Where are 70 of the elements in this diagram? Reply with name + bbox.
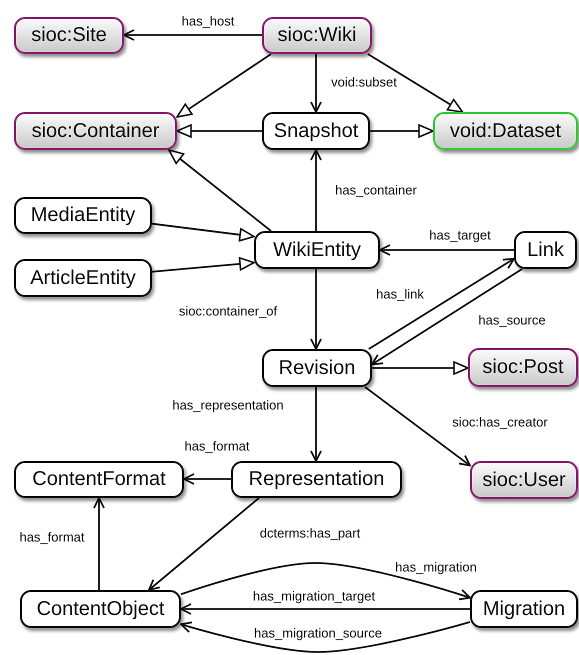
arrow — [379, 244, 514, 256]
class-box — [254, 231, 380, 269]
arrow — [180, 603, 470, 615]
edge-label: has_migration — [394, 560, 478, 574]
edge-label: void:subset — [330, 74, 398, 90]
edge-label: has_format — [183, 438, 251, 454]
class-name: Migration — [482, 598, 566, 620]
edge-label: has_target — [428, 228, 492, 242]
edge-label: has_container — [334, 182, 418, 198]
class-name: MediaEntity — [30, 204, 136, 227]
class-name: sioc:Container — [32, 120, 160, 142]
edge-label: has_migration_source — [253, 626, 383, 640]
class-name: ContentObject — [36, 598, 164, 620]
class-box — [14, 197, 152, 234]
class-box — [514, 231, 577, 269]
class-box — [14, 461, 184, 498]
class-box — [468, 348, 578, 387]
class-name: sioc:Site — [31, 24, 107, 47]
class-name: ContentFormat — [32, 468, 166, 491]
subclass-arrow — [370, 124, 434, 138]
subclass-arrow — [168, 149, 272, 232]
class-name: ArticleEntity — [30, 266, 136, 290]
arrow — [310, 387, 322, 462]
class-box — [20, 590, 181, 628]
arrow — [148, 497, 260, 591]
class-name: Link — [527, 238, 564, 262]
edge-label: sioc:has_creator — [451, 414, 549, 430]
class-box — [470, 590, 578, 628]
class-name: Representation — [248, 468, 384, 491]
arrow — [180, 621, 470, 653]
class-box — [14, 259, 152, 297]
class-name: Snapshot — [274, 120, 358, 142]
class-box — [14, 112, 177, 150]
class-name: WikiEntity — [273, 238, 361, 262]
arrow — [180, 562, 471, 600]
edge-label: has_source — [477, 312, 547, 328]
arrow — [368, 258, 515, 350]
edge-label: has_format — [18, 530, 86, 544]
class-name: Revision — [278, 356, 356, 380]
edge-label: has_migration_target — [252, 588, 376, 604]
arrow — [371, 268, 523, 366]
class-box — [231, 461, 402, 498]
class-name: sioc:User — [482, 468, 566, 492]
subclass-arrow — [367, 53, 464, 113]
subclass-arrow — [176, 124, 262, 138]
class-name: sioc:Post — [482, 356, 564, 379]
subclass-arrow — [152, 222, 255, 242]
class-box — [262, 17, 372, 54]
class-box — [262, 349, 372, 387]
arrow — [364, 386, 471, 466]
class-box — [433, 112, 578, 150]
arrow — [183, 473, 231, 485]
edge-label: sioc:container_of — [178, 304, 278, 318]
class-box — [14, 17, 124, 54]
subclass-arrow — [372, 361, 469, 375]
class-name: sioc:Wiki — [278, 24, 356, 47]
edge-label: has_representation — [171, 398, 285, 412]
arrow — [310, 149, 322, 231]
arrow — [310, 54, 322, 113]
arrow — [123, 29, 262, 41]
class-box — [262, 112, 370, 150]
edge-label: dcterms:has_part — [258, 526, 362, 540]
edge-label: has_host — [180, 14, 236, 28]
edge-label: has_link — [375, 286, 425, 302]
arrow — [93, 497, 105, 590]
arrow — [310, 269, 322, 350]
subclass-arrow — [176, 53, 272, 118]
class-box — [470, 461, 578, 499]
class-name: void:Dataset — [450, 120, 562, 142]
subclass-arrow — [152, 257, 255, 273]
